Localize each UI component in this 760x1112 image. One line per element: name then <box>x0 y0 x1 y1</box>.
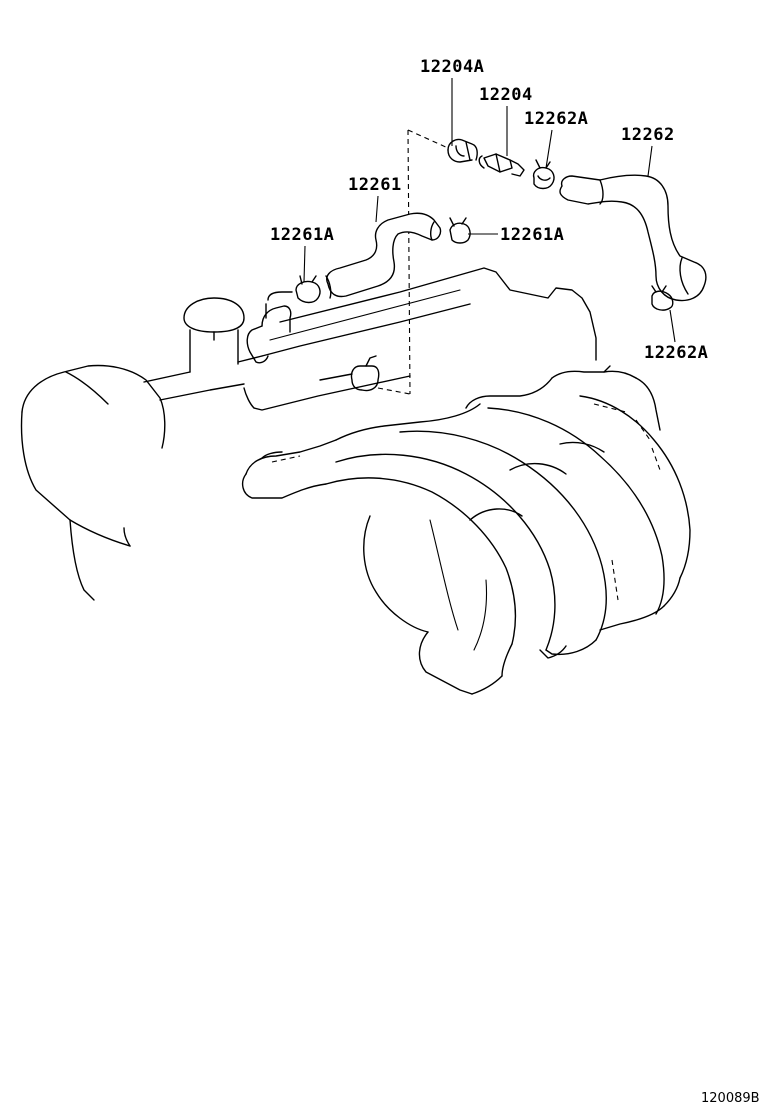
label-12204A[interactable]: 12204A <box>420 57 484 77</box>
label-12204[interactable]: 12204 <box>479 85 533 105</box>
label-12262[interactable]: 12262 <box>621 125 675 145</box>
label-12261[interactable]: 12261 <box>348 175 402 195</box>
label-12261A-right[interactable]: 12261A <box>500 225 564 245</box>
part-12261-hose[interactable] <box>325 212 442 299</box>
part-12262A-clip-bottom[interactable] <box>651 285 674 311</box>
label-12262A-bottom[interactable]: 12262A <box>644 343 708 363</box>
part-12204A-grommet[interactable] <box>447 138 478 163</box>
part-12262A-clip-top[interactable] <box>532 159 555 190</box>
alignment-lines <box>377 129 449 395</box>
leader-lines <box>303 78 676 343</box>
label-12261A-left[interactable]: 12261A <box>270 225 334 245</box>
part-12262-hose[interactable] <box>559 174 707 302</box>
part-12261A-clip-right[interactable] <box>449 217 471 244</box>
intake-manifold-drawing <box>241 365 691 695</box>
part-12261A-clip-left[interactable] <box>295 275 321 304</box>
label-12262A-top[interactable]: 12262A <box>524 109 588 129</box>
engine-drawing <box>20 267 597 601</box>
figure-id: 120089B <box>701 1091 760 1106</box>
part-12204-pcv-valve[interactable] <box>478 153 525 177</box>
part-labels: 12204A 12204 12262A 12262 12261 12261A 1… <box>270 57 708 363</box>
